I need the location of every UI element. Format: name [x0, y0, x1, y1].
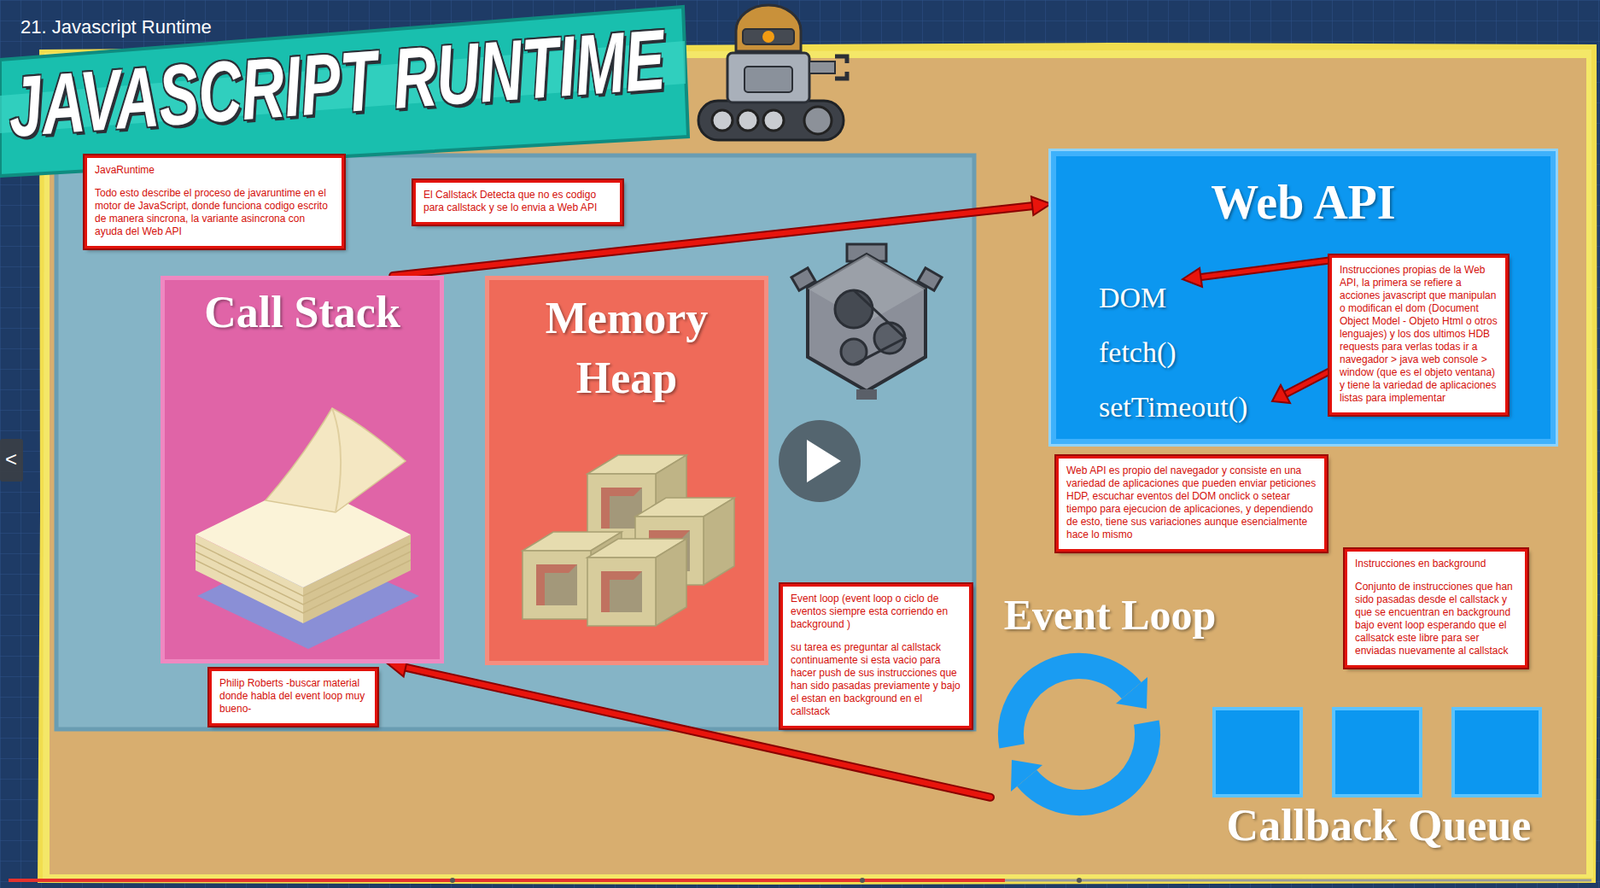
event-loop: Event Loop	[990, 589, 1230, 816]
robot-illustration	[698, 100, 844, 141]
engine-illustration	[874, 322, 906, 354]
note-box: Web API es propio del navegador y consis…	[1056, 455, 1327, 552]
leader-arrows	[1272, 385, 1291, 403]
engine-illustration	[807, 254, 926, 392]
leader-arrows	[1284, 371, 1330, 395]
title-holder: JAVASCRIPT RUNTIME	[8, 64, 950, 150]
progress-bar	[449, 877, 456, 883]
note-body: Todo esto describe el proceso de javarun…	[94, 186, 334, 239]
nav-button	[0, 438, 24, 482]
leader-arrows	[1182, 268, 1203, 287]
arrow-head	[1031, 196, 1052, 216]
event-loop-icon	[1027, 722, 1148, 803]
note-text: Philip Roberts -buscar material donde ha…	[219, 677, 368, 716]
node-text: Call Stack	[164, 286, 440, 339]
call-stack-box: Call Stack	[160, 275, 444, 664]
nav-arrow: <	[5, 446, 18, 473]
engine-illustration	[853, 290, 906, 365]
note-text: El Callstack Detecta que no es codigo pa…	[423, 188, 613, 215]
leader-arrows	[1284, 371, 1330, 395]
robot-illustration	[762, 30, 775, 43]
robot-illustration	[712, 110, 733, 131]
progress-bar	[8, 877, 1592, 883]
note-box: El Callstack Detecta que no es codigo pa…	[413, 180, 623, 225]
paper-stack-illustration	[164, 280, 440, 660]
paper-stack-illustration	[332, 408, 341, 513]
robot-illustration	[735, 5, 801, 52]
board	[37, 42, 1598, 885]
note-body: su tarea es preguntar al callstack conti…	[790, 641, 962, 719]
engine-illustration	[791, 244, 942, 400]
robot-illustration	[835, 56, 847, 79]
memory-heap-box: Memory Heap	[484, 275, 769, 666]
note-text: Web API es propio del navegador y consis…	[1066, 464, 1317, 542]
note-text: Instrucciones propias de la Web API, la …	[1339, 263, 1498, 405]
engine-illustration	[835, 290, 873, 328]
robot-illustration	[744, 66, 793, 93]
event-loop-icon	[1010, 759, 1043, 792]
note-box: JavaRuntimeTodo esto describe el proceso…	[84, 155, 345, 249]
node-text: Memory Heap	[515, 288, 738, 409]
robot-illustration	[809, 61, 836, 74]
note-body: Conjunto de instrucciones que han sido p…	[1354, 580, 1518, 658]
note-box: Instrucciones propias de la Web API, la …	[1329, 255, 1508, 415]
engine-panel	[56, 155, 975, 730]
note-text: Event loop (event loop o ciclo de evento…	[790, 592, 962, 631]
play-button	[778, 420, 861, 503]
queue-slots	[1333, 708, 1421, 796]
node-text: Web API	[1056, 175, 1551, 230]
queue-slots	[1453, 708, 1541, 796]
title-banner	[0, 6, 689, 176]
node-text: Event Loop	[990, 589, 1230, 641]
robot-illustration	[727, 52, 810, 103]
progress-bar	[1004, 879, 1592, 882]
note-box: Philip Roberts -buscar material donde ha…	[209, 668, 378, 726]
lesson-heading-holder: 21. Javascript Runtime	[20, 15, 212, 40]
play-button	[778, 420, 861, 503]
queue-slots	[1214, 708, 1302, 796]
leader-arrows	[1197, 260, 1330, 278]
arrow-heads	[1031, 196, 1052, 216]
queue-slots	[1212, 704, 1546, 800]
nav-button	[0, 438, 24, 482]
board	[49, 58, 1587, 875]
paper-stack-illustration	[265, 408, 406, 513]
leader-arrows	[1197, 260, 1330, 278]
note-text: JavaRuntime	[94, 163, 334, 177]
engine-panel	[56, 155, 975, 730]
engine-illustration	[856, 389, 877, 400]
progress-bar	[859, 877, 865, 883]
note-box: Event loop (event loop o ciclo de evento…	[780, 583, 972, 729]
board	[37, 42, 1598, 885]
node-text: Callback Queue	[1212, 800, 1546, 852]
lesson-heading: 21. Javascript Runtime	[20, 15, 212, 40]
nav-arrow-holder: <	[5, 446, 18, 473]
robot-illustration	[763, 110, 784, 131]
play-button	[806, 439, 841, 483]
note-box: Instrucciones en backgroundConjunto de i…	[1344, 548, 1528, 668]
callback-queue: Callback Queue	[1212, 704, 1546, 852]
progress-bar	[8, 878, 1005, 882]
robot-illustration	[742, 29, 795, 45]
board	[42, 49, 1594, 880]
robot-illustration	[737, 110, 759, 131]
robot-illustration	[698, 5, 847, 141]
progress-bar	[1076, 877, 1082, 883]
memory-blocks-illustration	[587, 538, 687, 626]
event-loop-icon	[1115, 677, 1148, 709]
event-loop-icon	[1010, 665, 1132, 747]
title-banner	[0, 6, 689, 176]
note-text: Instrucciones en background	[1354, 557, 1518, 571]
robot-illustration	[804, 106, 832, 135]
